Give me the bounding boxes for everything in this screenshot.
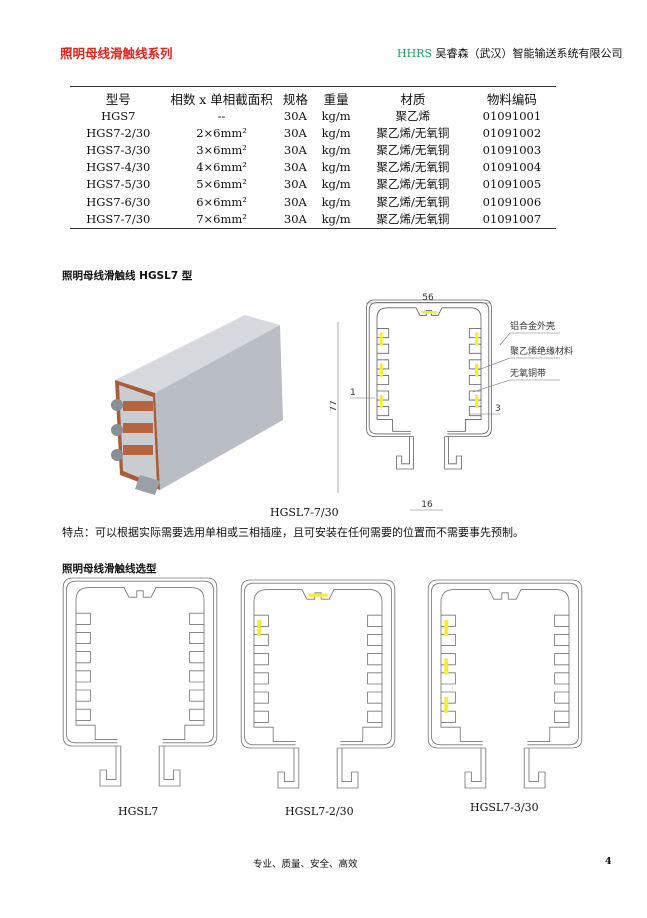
- model-label: HGSL7-3/30: [470, 801, 539, 814]
- table-cell: HGS7-3/30: [86, 143, 151, 158]
- profile-hgsl7-3-30: [427, 579, 583, 789]
- table-cell: 5×6mm²: [196, 177, 247, 192]
- table-cell: 30A: [283, 211, 307, 226]
- conductor-strip: [475, 363, 479, 377]
- table-cell: --: [217, 109, 226, 124]
- conductor-strip: [444, 696, 449, 713]
- callout-label: 无氧铜带: [510, 367, 546, 379]
- table-row: HGS7-6/30 6×6mm² 30A kg/m 聚乙烯/无氧铜 01091006: [70, 193, 556, 210]
- table-cell: 01091005: [482, 177, 542, 192]
- table-row: HGS7 -- 30A kg/m 聚乙烯 01091001: [70, 108, 556, 125]
- table-cell: HGS7-4/30: [86, 160, 151, 175]
- brand-logo-text: HHRS: [397, 47, 433, 60]
- conductor-strip: [475, 394, 479, 408]
- conductor-strip: [379, 363, 383, 377]
- dimension-label: 77: [330, 400, 339, 411]
- table-cell: 30A: [283, 177, 307, 192]
- section-title-hgsl7: 照明母线滑触线 HGSL7 型: [62, 270, 193, 282]
- profile-outline: [366, 299, 492, 470]
- drawing-caption: HGSL7-7/30: [270, 506, 339, 519]
- conductor-strip: [308, 593, 328, 597]
- dimension-label: 3: [495, 404, 501, 414]
- column-header: 重量: [323, 92, 349, 107]
- profile-outline: [240, 579, 396, 789]
- profile-outline: [62, 577, 218, 787]
- profile-hgsl7: [62, 577, 218, 787]
- table-cell: 聚乙烯/无氧铜: [376, 211, 450, 226]
- conductor-strip: [475, 332, 479, 346]
- table-cell: kg/m: [321, 194, 351, 209]
- table-row: HGS7-2/30 2×6mm² 30A kg/m 聚乙烯/无氧铜 01091002: [70, 125, 556, 142]
- section-title-selection: 照明母线滑触线选型: [62, 563, 157, 575]
- table-row: HGS7-3/30 3×6mm² 30A kg/m 聚乙烯/无氧铜 01091003: [70, 142, 556, 159]
- table-cell: 聚乙烯/无氧铜: [376, 143, 450, 158]
- feature-note: 特点：可以根据实际需要选用单相或三相插座，且可安装在任何需要的位置而不需要事先预…: [62, 526, 524, 539]
- table-cell: 01091002: [482, 126, 542, 141]
- table-row: HGS7-5/30 5×6mm² 30A kg/m 聚乙烯/无氧铜 01091005: [70, 176, 556, 193]
- table-row: HGS7-7/30 7×6mm² 30A kg/m 聚乙烯/无氧铜 01091007: [70, 211, 556, 229]
- table-cell: 聚乙烯: [395, 109, 431, 124]
- model-label: HGSL7-2/30: [285, 805, 354, 818]
- table-cell: 01091004: [482, 160, 542, 175]
- table-cell: kg/m: [321, 126, 351, 141]
- table-cell: kg/m: [321, 211, 351, 226]
- company-label: 吴睿森（武汉）智能输送系统有限公司: [432, 47, 623, 60]
- conductor-strip: [444, 658, 449, 675]
- table-cell: HGS7-5/30: [86, 177, 151, 192]
- table-cell: 01091006: [482, 194, 542, 209]
- table-cell: 聚乙烯/无氧铜: [376, 194, 450, 209]
- table-cell: 6×6mm²: [196, 194, 247, 209]
- column-header: 相数 x 单相截面积: [170, 92, 273, 107]
- product-photo: [111, 315, 283, 495]
- table-cell: 聚乙烯/无氧铜: [376, 160, 450, 175]
- table-cell: 4×6mm²: [196, 160, 247, 175]
- callout-label: 聚乙烯绝缘材料: [510, 345, 573, 357]
- column-header: 材质: [400, 92, 426, 107]
- table-cell: HGS7-6/30: [86, 194, 151, 209]
- model-label: HGSL7: [118, 805, 159, 818]
- page-number: 4: [605, 856, 612, 867]
- conductor-strip: [421, 311, 437, 314]
- table-cell: 聚乙烯/无氧铜: [376, 126, 450, 141]
- callout-label: 铝合金外壳: [510, 320, 555, 332]
- series-title: 照明母线滑触线系列: [60, 46, 173, 61]
- table-cell: HGS7-2/30: [86, 126, 151, 141]
- table-cell: 30A: [283, 194, 307, 209]
- profile-hgsl7-2-30: [240, 579, 396, 789]
- table-cell: 01091003: [482, 143, 542, 158]
- table-cell: 2×6mm²: [196, 126, 247, 141]
- profile-outline: [427, 579, 583, 789]
- table-cell: 01091007: [482, 211, 542, 226]
- dimension-label: 56: [422, 293, 434, 303]
- table-cell: HGS7: [101, 109, 136, 124]
- company-name: HHRS 吴睿森（武汉）智能输送系统有限公司: [397, 45, 623, 61]
- table-cell: kg/m: [321, 160, 351, 175]
- column-header: 规格: [282, 92, 308, 107]
- table-cell: 30A: [283, 160, 307, 175]
- table-cell: 30A: [283, 109, 307, 124]
- table-cell: kg/m: [321, 109, 351, 124]
- conductor-strip: [444, 620, 449, 636]
- dimension-label: 1: [350, 388, 356, 398]
- table-cell: 聚乙烯/无氧铜: [376, 177, 450, 192]
- table-cell: 3×6mm²: [196, 143, 247, 158]
- table-cell: 01091001: [482, 109, 542, 124]
- table-cell: 7×6mm²: [196, 211, 247, 226]
- column-header: 型号: [105, 92, 131, 107]
- table-cell: 30A: [283, 143, 307, 158]
- column-header: 物料编码: [486, 92, 537, 107]
- conductor-strip: [379, 332, 383, 346]
- table-cell: kg/m: [321, 143, 351, 158]
- table-row: HGS7-4/30 4×6mm² 30A kg/m 聚乙烯/无氧铜 01091004: [70, 159, 556, 176]
- table-cell: kg/m: [321, 177, 351, 192]
- table-cell: HGS7-7/30: [86, 211, 151, 226]
- product-table: 型号 相数 x 单相截面积规格重量 材质 物料编码 HGS7 -- 30A kg/m 聚乙烯 0…: [70, 86, 556, 229]
- table-cell: 30A: [283, 126, 307, 141]
- conductor-strip: [257, 620, 262, 636]
- footer-slogan: 专业、质量、安全、高效: [253, 859, 358, 870]
- conductor-strip: [379, 394, 383, 408]
- dimension-label: 16: [421, 500, 433, 510]
